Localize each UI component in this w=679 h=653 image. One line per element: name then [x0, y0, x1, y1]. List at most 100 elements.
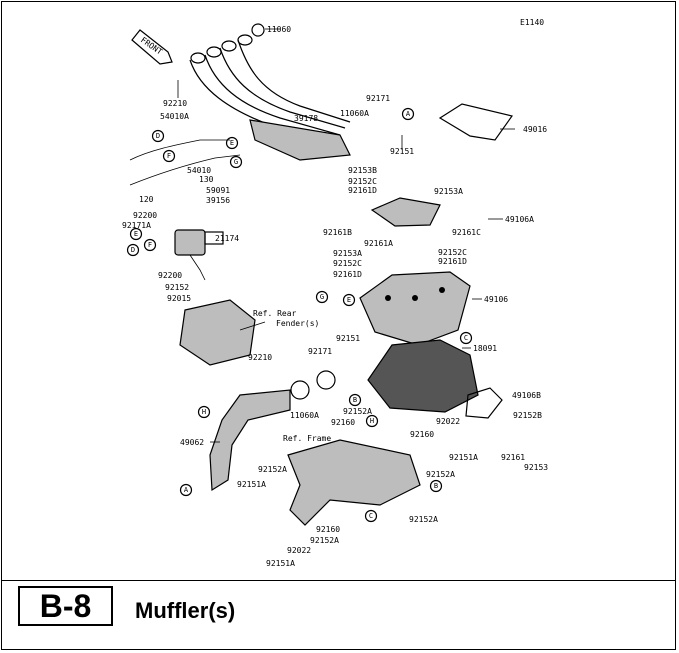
svg-text:E: E: [347, 296, 351, 304]
part-label: 92152A: [409, 515, 438, 524]
exploded-parts-diagram: E1140 FRONT: [122, 18, 548, 568]
part-label: 92160: [316, 525, 340, 534]
callout-letters: A D E F G E D F G E C B H H A B C: [126, 107, 473, 523]
part-label: 21174: [215, 234, 239, 243]
part-label: 92152A: [426, 470, 455, 479]
svg-text:C: C: [369, 512, 373, 520]
part-label: 92171: [308, 347, 332, 356]
callout-d: D: [151, 129, 165, 143]
part-label: 92153A: [434, 187, 463, 196]
callout-a: A: [401, 107, 415, 121]
callout-f: F: [162, 149, 176, 163]
callout-e2: E: [129, 227, 143, 241]
part-label: Fender(s): [276, 319, 319, 328]
part-label: 11060: [267, 25, 291, 34]
part-label: 92151: [336, 334, 360, 343]
part-label: 92200: [158, 271, 182, 280]
figure-code: E1140: [520, 18, 544, 27]
part-label: 92152B: [513, 411, 542, 420]
part-label: 120: [139, 195, 154, 204]
mounting-bracket: [179, 299, 256, 366]
part-label: 39156: [206, 196, 230, 205]
part-label: Ref. Rear: [253, 309, 297, 318]
part-label: 92161A: [364, 239, 393, 248]
part-label: 92161B: [323, 228, 352, 237]
callout-h2: H: [365, 414, 379, 428]
part-label: 92153: [524, 463, 548, 472]
part-number-labels: 11060 92210 54010A 39178 11060A 92171 92…: [122, 25, 548, 568]
callout-g: G: [229, 155, 243, 169]
part-label: Ref. Frame: [283, 434, 331, 443]
svg-text:F: F: [167, 152, 171, 160]
part-label: 92160: [331, 418, 355, 427]
part-label: 11060A: [290, 411, 319, 420]
part-label: 92152: [165, 283, 189, 292]
part-label: 92152C: [348, 177, 377, 186]
svg-text:A: A: [184, 486, 189, 494]
silencer-body: [367, 339, 503, 419]
svg-text:H: H: [370, 417, 374, 425]
section-footer: B-8 Muffler(s): [1, 580, 676, 650]
part-label: 49016: [523, 125, 547, 134]
callout-f2: F: [143, 238, 157, 252]
callout-e3: E: [342, 293, 356, 307]
svg-text:G: G: [234, 158, 238, 166]
part-label: 92210: [248, 353, 272, 362]
part-label: 92200: [133, 211, 157, 220]
part-label: 92152C: [438, 248, 467, 257]
part-label: 92152A: [310, 536, 339, 545]
part-label: 92161C: [452, 228, 481, 237]
svg-text:A: A: [406, 110, 411, 118]
valve-actuator: [174, 229, 224, 281]
part-label: 92153A: [333, 249, 362, 258]
part-label: 39178: [294, 114, 318, 123]
part-label: 92161D: [348, 186, 377, 195]
svg-text:E: E: [134, 230, 138, 238]
part-label: 92152C: [333, 259, 362, 268]
part-label: 49062: [180, 438, 204, 447]
exhaust-header-pipes: [189, 23, 351, 161]
part-label: 92161: [501, 453, 525, 462]
part-label: 92210: [163, 99, 187, 108]
footer-divider: [1, 580, 676, 581]
part-label: 11060A: [340, 109, 369, 118]
part-label: 92171: [366, 94, 390, 103]
part-label: 92022: [436, 417, 460, 426]
callout-a2: A: [179, 483, 193, 497]
svg-text:D: D: [156, 132, 160, 140]
part-label: 92015: [167, 294, 191, 303]
muffler-subframe: [287, 439, 421, 526]
mid-pipe: [209, 370, 336, 492]
callout-b: B: [348, 393, 362, 407]
part-label: 18091: [473, 344, 497, 353]
svg-text:E: E: [230, 139, 234, 147]
svg-text:H: H: [202, 408, 206, 416]
part-label: 92161D: [438, 257, 467, 266]
part-label: 92022: [287, 546, 311, 555]
front-arrow-icon: FRONT: [131, 29, 173, 65]
part-label: 59091: [206, 186, 230, 195]
part-label: 92152A: [258, 465, 287, 474]
svg-text:D: D: [131, 246, 135, 254]
callout-h: H: [197, 405, 211, 419]
svg-text:G: G: [320, 293, 324, 301]
section-title: Muffler(s): [135, 598, 236, 623]
svg-text:F: F: [148, 241, 152, 249]
part-label: 92151A: [449, 453, 478, 462]
part-label: 92160: [410, 430, 434, 439]
part-label: 92151A: [266, 559, 295, 568]
part-label: 54010A: [160, 112, 189, 121]
callout-b2: B: [429, 479, 443, 493]
part-label: 49106A: [505, 215, 534, 224]
part-label: 92151: [390, 147, 414, 156]
callout-c2: C: [364, 509, 378, 523]
callout-c: C: [459, 331, 473, 345]
part-label: 49106: [484, 295, 508, 304]
part-label: 130: [199, 175, 214, 184]
part-label: 92151A: [237, 480, 266, 489]
muffler-cover: [359, 271, 471, 346]
svg-text:B: B: [353, 396, 357, 404]
sensor-cables: [129, 139, 241, 186]
heat-cover-upper: [370, 103, 514, 227]
